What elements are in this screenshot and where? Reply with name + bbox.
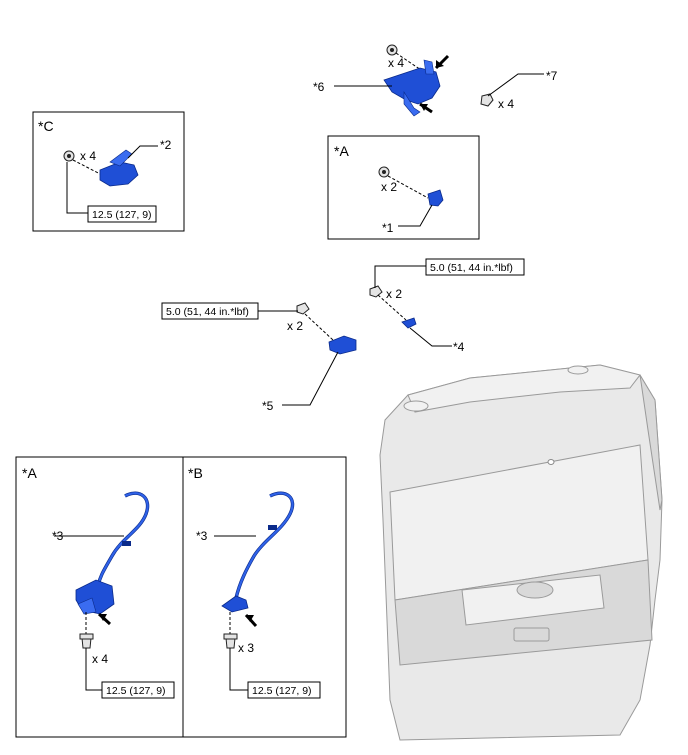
part-2-assembly xyxy=(63,145,158,214)
qty-3b: x 3 xyxy=(238,641,254,655)
torque-box-4 xyxy=(425,258,525,276)
qty-4: x 2 xyxy=(386,287,402,301)
qty-6: x 4 xyxy=(388,56,404,70)
box-c xyxy=(32,111,185,232)
box-b-label: *B xyxy=(188,465,203,481)
part-1-component xyxy=(378,166,444,227)
callout-1: *1 xyxy=(382,221,394,235)
box-a-top-label: *A xyxy=(334,143,349,159)
box-c-label: *C xyxy=(38,118,54,134)
callout-3a: *3 xyxy=(52,529,64,543)
qty-a: x 2 xyxy=(381,180,397,194)
part-5-component xyxy=(258,302,357,406)
part-6-latch-bracket xyxy=(334,44,450,117)
torque-3a: 12.5 (127, 9) xyxy=(106,685,166,697)
part-3b-cable-lock xyxy=(214,491,295,691)
torque-box-3a xyxy=(101,681,175,699)
callout-5: *5 xyxy=(262,399,274,413)
qty-7: x 4 xyxy=(498,97,514,111)
qty-3a: x 4 xyxy=(92,652,108,666)
part-3a-cable-lock xyxy=(54,491,150,691)
torque-3b: 12.5 (127, 9) xyxy=(252,685,312,697)
qty-c: x 4 xyxy=(80,149,96,163)
callout-2: *2 xyxy=(160,138,172,152)
torque-5: 5.0 (51, 44 in.*lbf) xyxy=(166,306,249,318)
box-ab-frame xyxy=(15,456,347,738)
box-a-top xyxy=(327,135,480,240)
qty-5: x 2 xyxy=(287,319,303,333)
torque-box-3b xyxy=(247,681,321,699)
callout-4: *4 xyxy=(453,340,465,354)
part-4-component xyxy=(369,265,452,347)
box-a-bottom-label: *A xyxy=(22,465,37,481)
back-door-panel xyxy=(379,364,663,741)
part-7-clip xyxy=(480,73,544,107)
callout-3b: *3 xyxy=(196,529,208,543)
torque-c: 12.5 (127, 9) xyxy=(92,209,152,221)
torque-box-c xyxy=(87,205,157,223)
torque-4: 5.0 (51, 44 in.*lbf) xyxy=(430,262,513,274)
callout-6: *6 xyxy=(313,80,325,94)
callout-7: *7 xyxy=(546,69,558,83)
torque-box-5 xyxy=(161,302,259,320)
